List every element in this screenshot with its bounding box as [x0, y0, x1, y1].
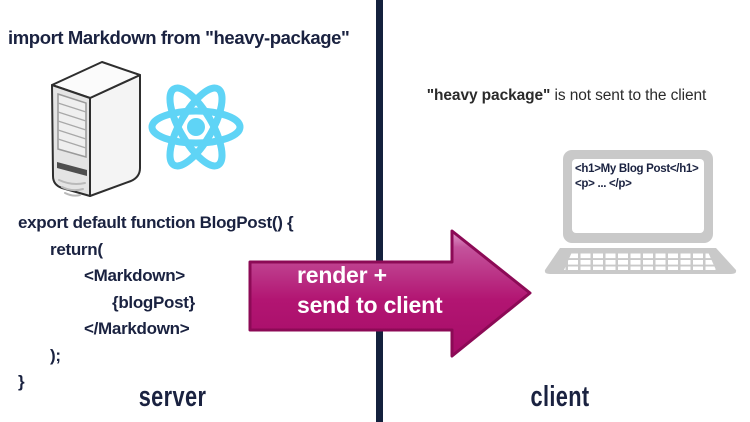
code-line: return(	[50, 239, 103, 259]
server-label: server	[138, 381, 207, 413]
code-line: );	[50, 345, 61, 365]
laptop-screen-content: <h1>My Blog Post</h1> <p> ... </p>	[575, 162, 699, 191]
client-note-emphasis: "heavy package"	[426, 87, 551, 104]
code-block: export default function BlogPost() { ret…	[18, 210, 294, 396]
code-line: </Markdown>	[84, 319, 190, 338]
server-icon	[51, 61, 141, 197]
code-line: }	[18, 372, 25, 391]
client-note-rest: is not sent to the client	[550, 87, 707, 104]
arrow-label: render + send to client	[297, 260, 443, 320]
panel-divider	[376, 0, 383, 422]
laptop-screen	[572, 159, 704, 233]
client-note: "heavy package" is not sent to the clien…	[383, 87, 750, 105]
laptop-icon	[544, 150, 737, 274]
client-label: client	[530, 381, 590, 413]
laptop-screen-line: <h1>My Blog Post</h1>	[575, 163, 699, 175]
laptop-screen-line: <p> ... </p>	[575, 177, 632, 190]
arrow-label-line1: render +	[297, 262, 387, 288]
arrow-label-line2: send to client	[297, 292, 443, 318]
code-line: <Markdown>	[84, 266, 185, 285]
react-logo-icon	[148, 84, 244, 170]
code-line: {blogPost}	[112, 292, 195, 312]
react-logo-core	[187, 118, 205, 136]
arrow-shape	[248, 229, 532, 358]
laptop-keyboard	[564, 252, 716, 270]
code-line: export default function BlogPost() {	[18, 213, 294, 232]
import-statement: import Markdown from "heavy-package"	[8, 27, 350, 48]
